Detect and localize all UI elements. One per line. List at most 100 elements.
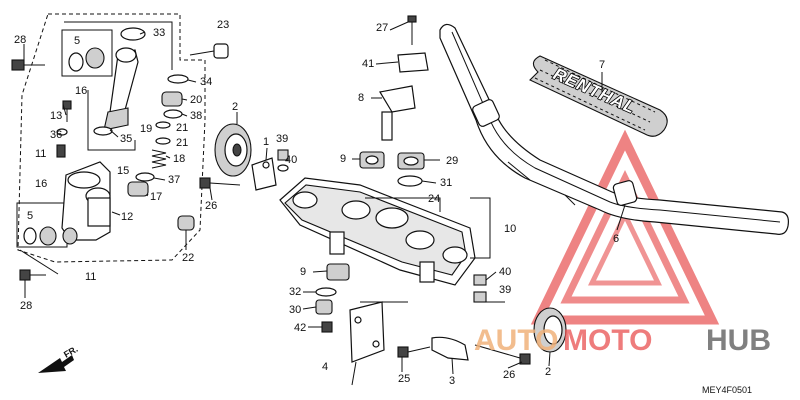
watermark-hub: HUB <box>706 324 771 357</box>
bracket-1 <box>251 157 277 191</box>
callout-label: 28 <box>14 34 26 46</box>
bolt-26b <box>474 344 531 365</box>
callout-label: 1 <box>263 136 269 148</box>
callout-label: 9 <box>340 153 346 165</box>
callout-label: 13 <box>50 110 62 122</box>
callout-label: 20 <box>190 94 202 106</box>
bushing-16-bottom <box>39 226 57 246</box>
leader-12 <box>111 211 121 216</box>
callout-label: 16 <box>35 178 47 190</box>
cap-20 <box>161 91 183 107</box>
callout-label: 40 <box>499 266 511 278</box>
rod-end <box>115 47 137 63</box>
callout-label: 22 <box>182 252 194 264</box>
ring-21b <box>155 137 171 145</box>
callout-label: 2 <box>545 366 551 378</box>
cap-33 <box>120 27 146 41</box>
circlip-35 <box>93 126 113 136</box>
bolt-22 <box>177 215 195 231</box>
nut-9-top <box>359 151 385 169</box>
callout-label: 26 <box>503 369 515 381</box>
diagram-code: MEY4F0501 <box>702 385 752 395</box>
bar-clamp-right <box>612 180 638 206</box>
callout-label: 9 <box>300 266 306 278</box>
callout-label: 30 <box>289 304 301 316</box>
front-direction-arrow: FR. <box>38 344 80 373</box>
callout-labels: 28 5 16 33 23 34 20 13 38 19 21 36 35 21… <box>14 19 619 387</box>
cap-23 <box>189 43 229 59</box>
leader-10 <box>470 197 491 259</box>
callout-label: 7 <box>599 59 605 71</box>
callout-label: 8 <box>358 92 364 104</box>
callout-label: 23 <box>217 19 229 31</box>
callout-label: 25 <box>398 373 410 385</box>
bolt-27 <box>407 15 417 45</box>
callout-label: 17 <box>150 191 162 203</box>
group-outline <box>17 13 206 263</box>
callout-label: 34 <box>200 76 212 88</box>
bushing-16-top <box>85 47 105 69</box>
ring-34 <box>167 74 189 84</box>
bolt-13 <box>62 100 72 122</box>
callout-label: 42 <box>294 322 306 334</box>
callout-label: 39 <box>276 133 288 145</box>
bolt-28-bottom <box>19 269 46 281</box>
callout-label: 5 <box>74 35 80 47</box>
callout-label: 24 <box>428 193 440 205</box>
callout-label: 21 <box>176 122 188 134</box>
callout-label: 32 <box>289 286 301 298</box>
callout-label: 11 <box>85 271 96 283</box>
inner-box-top <box>61 29 113 77</box>
spring-18 <box>151 149 167 169</box>
bolt-25 <box>397 346 431 358</box>
callout-label: 6 <box>613 233 619 245</box>
callout-label: 39 <box>499 284 511 296</box>
ring-21a <box>155 121 171 129</box>
callout-label: 33 <box>153 27 165 39</box>
nut-39b <box>473 291 487 303</box>
callout-label: 4 <box>322 361 328 373</box>
bolt-26a <box>199 177 241 189</box>
nut-39a <box>277 149 289 161</box>
nut-29 <box>397 152 425 170</box>
bolt-11 <box>56 144 66 158</box>
ring-38 <box>163 109 183 119</box>
clamp-41 <box>397 52 429 73</box>
callout-leaders <box>23 21 626 375</box>
bolt-28-top <box>11 59 45 71</box>
nut-40b <box>473 274 487 286</box>
cap-17 <box>127 181 149 197</box>
leader-35 <box>109 129 119 138</box>
handlebar <box>439 23 789 235</box>
pulley-2-bottom <box>533 307 567 353</box>
callout-label: 37 <box>168 174 180 186</box>
watermark-moto: MOTO <box>563 324 652 357</box>
callout-label: 36 <box>50 129 62 141</box>
bar-clamp-left <box>472 99 500 127</box>
washer-36 <box>56 128 68 136</box>
leader-11 <box>19 249 59 275</box>
master-cylinder-body <box>61 161 111 245</box>
washer-40a <box>277 164 289 172</box>
nut-9-bottom <box>326 263 350 281</box>
watermark-text: AUTO MOTO HUB <box>474 324 771 357</box>
watermark-triangle <box>530 129 720 325</box>
watermark-auto: AUTO <box>474 324 558 357</box>
bracket-4 <box>349 301 385 386</box>
frame-line-35 <box>87 90 136 151</box>
callout-label: 41 <box>362 58 374 70</box>
callout-label: 27 <box>376 22 388 34</box>
callout-label: 2 <box>232 101 238 113</box>
frame-line-top <box>64 21 173 70</box>
direction-label: FR. <box>62 344 80 360</box>
callout-label: 5 <box>27 210 33 222</box>
leader-24 <box>365 197 441 212</box>
pulley-2-top <box>214 123 252 177</box>
washer-32 <box>315 287 337 297</box>
callout-label: 38 <box>190 110 202 122</box>
clamp-3 <box>431 336 469 361</box>
callout-label: 28 <box>20 300 32 312</box>
ring-37 <box>135 172 155 182</box>
